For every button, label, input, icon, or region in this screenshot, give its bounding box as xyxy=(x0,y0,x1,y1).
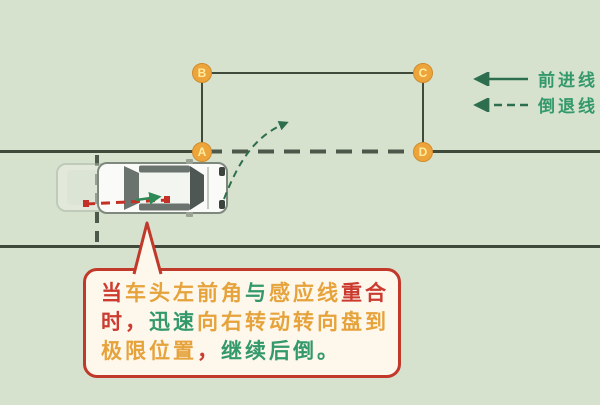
instruction-segment: 重合 xyxy=(341,282,389,305)
instruction-segment: 车头左前角 xyxy=(125,282,245,305)
instruction-bubble: 当车头左前角与感应线重合 时，迅速向右转动转向盘到 极限位置，继续后倒。 xyxy=(83,268,401,378)
instruction-segment: 感应线 xyxy=(269,282,341,305)
car-direction-arrow xyxy=(135,191,162,205)
instruction-line-1: 当车头左前角与感应线重合 xyxy=(101,279,398,308)
instruction-segment: 继续后倒。 xyxy=(221,340,341,363)
instruction-segment: 极限位置 xyxy=(101,340,197,363)
rear-reference-dot xyxy=(83,200,89,207)
point-marker-d: D xyxy=(413,142,433,162)
car xyxy=(97,159,228,217)
instruction-line-2: 时，迅速向右转动转向盘到 xyxy=(101,308,398,337)
instruction-segment: 与 xyxy=(245,282,269,305)
point-marker-a: A xyxy=(192,142,212,162)
instruction-segment: 迅速 xyxy=(149,311,197,334)
instruction-segment: ， xyxy=(197,340,221,363)
legend-forward: 前进线 xyxy=(468,66,598,91)
instruction-segment: 向右转动转向盘到 xyxy=(197,311,389,334)
forward-line-arrow-icon xyxy=(468,71,530,86)
instruction-line-3: 极限位置，继续后倒。 xyxy=(101,337,398,366)
instruction-segment: 当 xyxy=(101,282,125,305)
legend-reverse: 倒退线 xyxy=(468,92,598,117)
legend-forward-label: 前进线 xyxy=(538,71,598,90)
point-marker-c: C xyxy=(413,63,433,83)
legend-reverse-label: 倒退线 xyxy=(538,97,598,116)
forward-path-arrow xyxy=(223,121,289,200)
reverse-line-arrow-icon xyxy=(468,97,530,112)
point-marker-b: B xyxy=(192,63,212,83)
front-reference-dot xyxy=(164,196,170,203)
instruction-segment: 时， xyxy=(101,311,149,334)
